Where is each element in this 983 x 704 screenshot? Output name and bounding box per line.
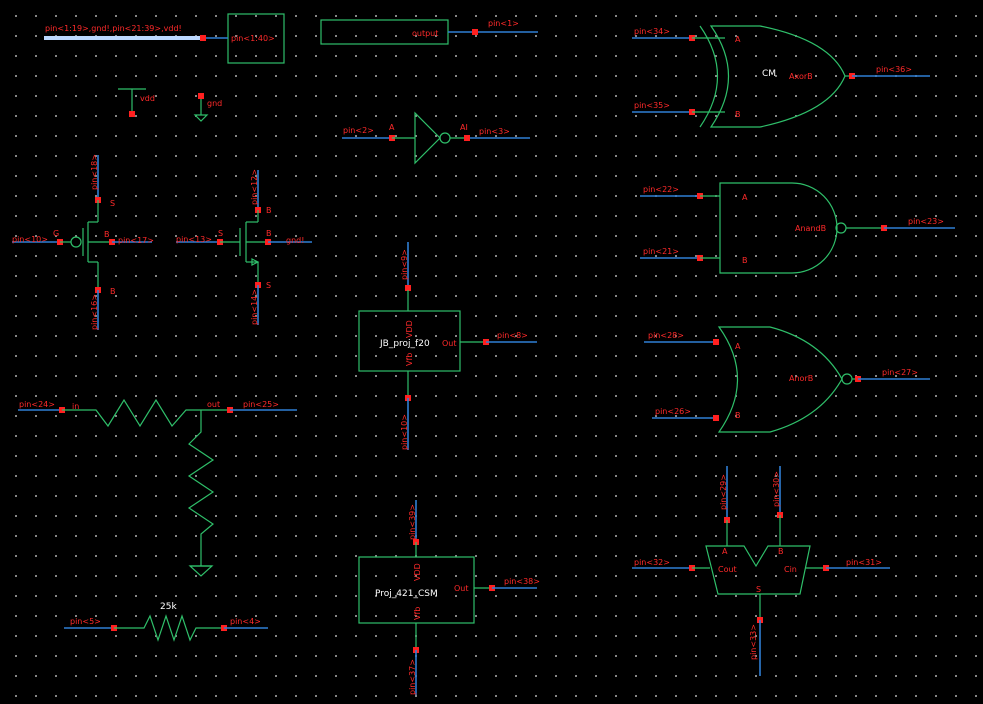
svg-text:out: out	[207, 400, 220, 409]
svg-text:Cin: Cin	[784, 565, 797, 574]
svg-text:gnd!: gnd!	[286, 236, 304, 245]
svg-text:S: S	[218, 229, 223, 238]
svg-text:pin<28>: pin<28>	[648, 331, 684, 340]
svg-text:A: A	[742, 193, 748, 202]
svg-text:A: A	[722, 547, 728, 556]
svg-text:pin<37>: pin<37>	[408, 659, 417, 695]
svg-text:pin<18>: pin<18>	[90, 154, 99, 190]
svg-text:S: S	[756, 585, 761, 594]
svg-text:CM: CM	[762, 69, 776, 79]
pmos-transistor[interactable]: pin<18> S pin<10> G B pin<17> B pin<16>	[12, 154, 154, 330]
svg-text:in: in	[72, 402, 79, 411]
svg-text:Out: Out	[442, 339, 457, 348]
svg-text:pin<12>: pin<12>	[250, 169, 259, 205]
nor-gate[interactable]: pin<28> pin<26> A B AnorB pin<27>	[644, 326, 930, 433]
output-label: output	[412, 29, 438, 38]
svg-text:pin<24>: pin<24>	[19, 400, 55, 409]
resistor-divider[interactable]: pin<24> in out pin<25>	[18, 398, 297, 577]
inverter[interactable]: pin<2> A AI pin<3>	[342, 111, 530, 165]
svg-text:pin<30>: pin<30>	[772, 471, 781, 507]
output-pin[interactable]	[472, 29, 478, 35]
svg-text:pin<39>: pin<39>	[408, 504, 417, 540]
svg-text:pin<25>: pin<25>	[243, 400, 279, 409]
svg-text:pin<3>: pin<3>	[479, 127, 510, 136]
svg-text:25k: 25k	[160, 602, 177, 612]
bus-group[interactable]: pin<1:19>,gnd!,pin<21:39>,vdd! pin<1:40>	[44, 13, 285, 64]
gnd-symbol[interactable]: gnd	[193, 93, 222, 122]
svg-text:gnd: gnd	[207, 99, 222, 108]
svg-text:pin<33>: pin<33>	[749, 624, 758, 660]
svg-text:S: S	[266, 281, 271, 290]
svg-text:pin<31>: pin<31>	[846, 558, 882, 567]
svg-text:B: B	[104, 230, 110, 239]
svg-text:pin<26>: pin<26>	[655, 407, 691, 416]
svg-text:pin<35>: pin<35>	[634, 101, 670, 110]
vdd-symbol[interactable]: vdd	[118, 88, 155, 117]
svg-text:AnorB: AnorB	[789, 374, 813, 383]
svg-text:pin<23>: pin<23>	[908, 217, 944, 226]
svg-text:pin<22>: pin<22>	[643, 185, 679, 194]
svg-text:pin<5>: pin<5>	[70, 617, 101, 626]
bus-pin[interactable]	[200, 35, 206, 41]
svg-text:pin<16>: pin<16>	[90, 294, 99, 330]
svg-text:B: B	[778, 547, 784, 556]
svg-text:pin<32>: pin<32>	[634, 558, 670, 567]
svg-text:vdd: vdd	[140, 94, 155, 103]
svg-text:pin<10>: pin<10>	[12, 235, 48, 244]
jb-proj-block[interactable]: pin<9> VDD JB_proj_f20 Out Vfb pin<8> pi…	[358, 242, 537, 450]
svg-text:AxorB: AxorB	[789, 72, 813, 81]
svg-text:S: S	[110, 199, 115, 208]
svg-text:B: B	[735, 411, 741, 420]
svg-text:pin<38>: pin<38>	[504, 577, 540, 586]
svg-text:B: B	[266, 206, 272, 215]
svg-text:AnandB: AnandB	[795, 224, 826, 233]
svg-text:pin<13>: pin<13>	[176, 235, 212, 244]
svg-text:A: A	[735, 35, 741, 44]
svg-text:A: A	[735, 342, 741, 351]
svg-text:B: B	[110, 287, 116, 296]
svg-text:Vfb: Vfb	[405, 353, 414, 366]
svg-text:Proj_421_CSM: Proj_421_CSM	[375, 589, 438, 599]
pin1-label: pin<1>	[488, 19, 519, 28]
svg-text:B: B	[266, 229, 272, 238]
svg-text:B: B	[735, 110, 741, 119]
svg-text:AI: AI	[460, 123, 468, 132]
svg-text:VDD: VDD	[413, 563, 422, 581]
svg-text:Cout: Cout	[718, 565, 737, 574]
svg-text:pin<2>: pin<2>	[343, 126, 374, 135]
svg-text:A: A	[389, 123, 395, 132]
svg-text:Vfb: Vfb	[413, 607, 422, 620]
svg-text:Out: Out	[454, 584, 469, 593]
xor-gate[interactable]: pin<34> pin<35> A B CM AxorB pin<36>	[632, 25, 930, 128]
full-adder[interactable]: pin<29> pin<30> A B Cout Cin S pin<32> p…	[632, 466, 890, 676]
resistor-25k[interactable]: pin<5> 25k pin<4>	[64, 602, 268, 642]
nmos-transistor[interactable]: pin<12> B pin<13> S B gnd! S pin<14>	[176, 169, 312, 325]
svg-text:pin<29>: pin<29>	[719, 474, 728, 510]
svg-text:pin<21>: pin<21>	[643, 247, 679, 256]
svg-text:pin<27>: pin<27>	[882, 368, 918, 377]
bus-box-label: pin<1:40>	[231, 34, 275, 43]
bus-label: pin<1:19>,gnd!,pin<21:39>,vdd!	[45, 24, 182, 33]
svg-text:G: G	[53, 229, 59, 238]
nand-gate[interactable]: pin<22> pin<21> A B AnandB pin<23>	[640, 182, 955, 274]
svg-text:pin<4>: pin<4>	[230, 617, 261, 626]
svg-text:VDD: VDD	[405, 320, 414, 338]
svg-text:pin<34>: pin<34>	[634, 27, 670, 36]
output-group[interactable]: output pin<1>	[320, 19, 538, 45]
svg-text:pin<9>: pin<9>	[400, 249, 409, 280]
svg-text:pin<17>: pin<17>	[118, 236, 154, 245]
svg-text:pin<14>: pin<14>	[250, 289, 259, 325]
svg-text:pin<8>: pin<8>	[497, 331, 528, 340]
svg-text:JB_proj_f20: JB_proj_f20	[379, 339, 430, 349]
csm-block[interactable]: pin<39> VDD Proj_421_CSM Out Vfb pin<38>…	[358, 500, 540, 695]
svg-text:B: B	[742, 256, 748, 265]
svg-text:pin<10>: pin<10>	[400, 414, 409, 450]
svg-text:pin<36>: pin<36>	[876, 65, 912, 74]
